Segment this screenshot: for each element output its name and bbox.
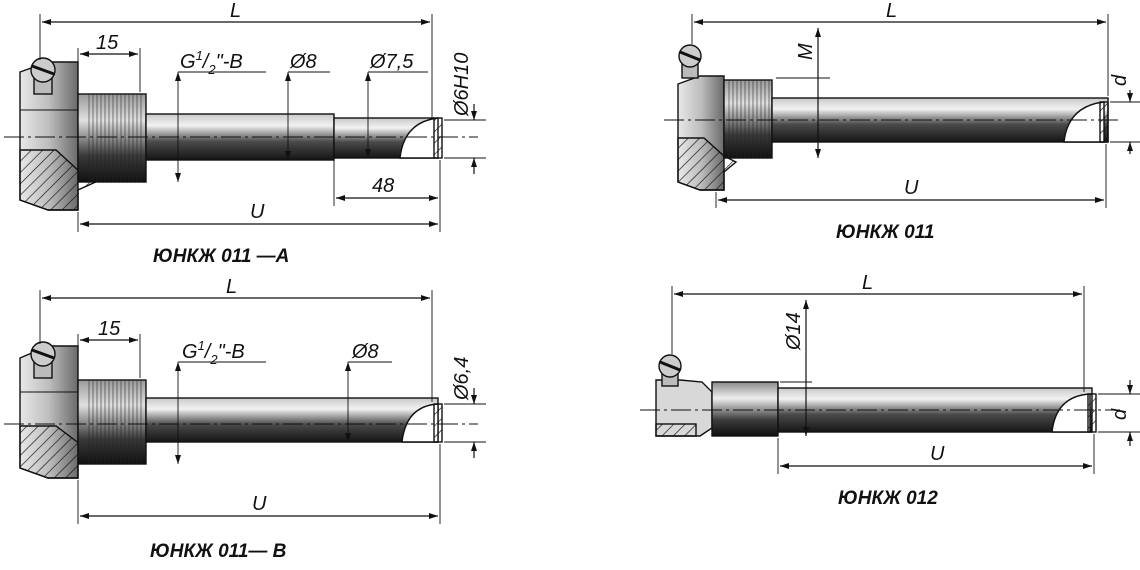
drawing-c: L M d U ЮНКЖ 011 [664,0,1140,243]
caption-d: ЮНКЖ 012 [838,488,938,509]
dim-L: L [226,276,237,298]
dim-d8: Ø8 [351,341,379,363]
dim-M: M [795,43,817,60]
drawing-a: L 15 G1/2"-B Ø8 Ø7,5 Ø6H10 48 U [4,0,486,267]
dim-tip: Ø6,4 [451,357,473,401]
dim-d: d [1109,74,1131,86]
thread-label: G1/2"-B [180,48,243,77]
caption-a: ЮНКЖ 011 —А [153,246,289,267]
screw-icon [678,44,702,79]
dim-L: L [230,0,241,22]
dim-thread-length: 15 [96,32,119,54]
caption-b: ЮНКЖ 011— В [150,541,287,562]
dim-U: U [904,177,919,199]
dim-U: U [250,201,265,223]
dim-d: d [1109,408,1131,420]
screw-icon [30,57,56,95]
dim-U: U [930,443,945,465]
screw-icon [658,354,682,387]
dim-tip-length: 48 [372,175,394,197]
dim-L: L [886,0,897,22]
dim-L: L [862,272,873,294]
drawing-b: L 15 G1/2"-B Ø8 Ø6,4 U ЮНКЖ 011— В [4,276,486,562]
dim-d75: Ø7,5 [369,51,414,73]
dim-U: U [252,493,267,515]
dim-d8: Ø8 [289,51,317,73]
svg-text:G1/2"-B: G1/2"-B [182,338,245,367]
dim-thread-length: 15 [98,318,121,340]
thread-label: G1/2"-B [182,338,245,367]
caption-c: ЮНКЖ 011 [836,222,934,243]
screw-icon [30,341,56,379]
bushing [711,381,779,437]
svg-text:G1/2"-B: G1/2"-B [180,48,243,77]
drawing-d: L Ø14 d U ЮНКЖ 012 [640,272,1140,509]
dim-d14: Ø14 [783,312,805,351]
dim-tip: Ø6H10 [451,53,473,117]
